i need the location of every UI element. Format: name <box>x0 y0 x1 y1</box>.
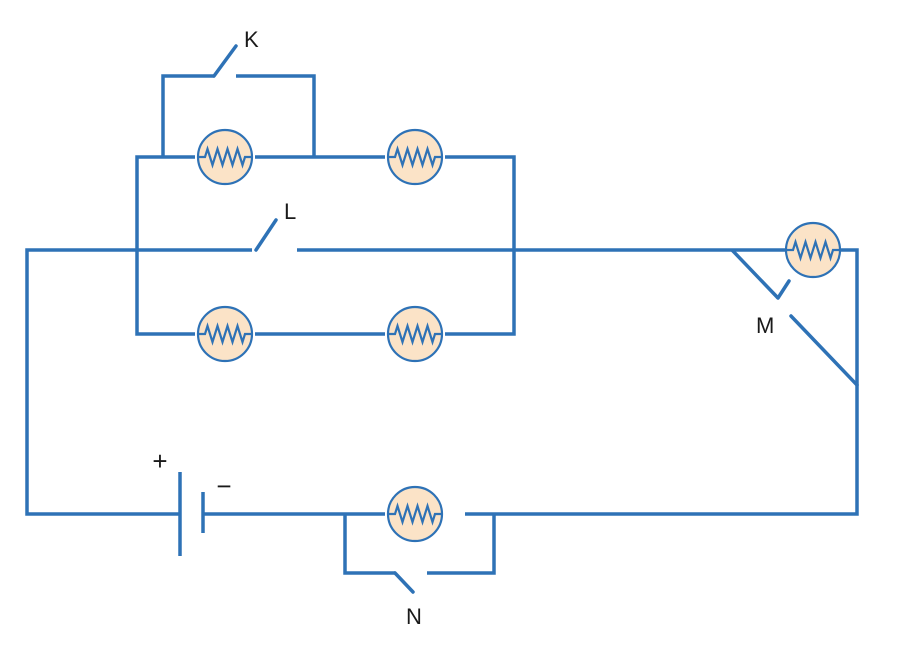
switch-l-blade <box>254 218 278 252</box>
filament-lamp-icon <box>784 221 842 279</box>
switch-m-label: M <box>756 313 774 338</box>
wire-n-bypass-left <box>343 514 395 575</box>
switch-k-blade <box>212 44 238 78</box>
filament-lamp-icon <box>386 305 444 363</box>
bulb-filament <box>198 322 252 346</box>
switch-l-label: L <box>284 199 296 224</box>
wire-n-bypass-right <box>427 514 496 575</box>
wire-lower-branch <box>135 250 195 336</box>
bulb-filament <box>198 145 252 169</box>
battery-minus-label: − <box>216 471 231 501</box>
wire-upper-right <box>445 155 516 250</box>
wire-m-branch <box>730 248 780 300</box>
filament-lamp-icon <box>196 128 254 186</box>
bulb-filament <box>388 145 442 169</box>
switch-m-lower-blade <box>789 314 859 387</box>
bulbs <box>196 128 842 543</box>
bulb-filament <box>388 502 442 526</box>
battery-plus-label: + <box>152 446 167 476</box>
wires <box>25 74 859 575</box>
filament-lamp-icon <box>386 485 444 543</box>
battery: + − <box>152 446 232 556</box>
wire-right-loop <box>465 248 859 516</box>
filament-lamp-icon <box>386 128 444 186</box>
switch-n-label: N <box>406 604 422 629</box>
bulb-filament <box>388 322 442 346</box>
wire-k-bypass-right <box>236 74 316 157</box>
switch-k-label: K <box>244 27 259 52</box>
wire-left-loop <box>25 248 252 516</box>
bulb-filament <box>786 238 840 262</box>
switch-n-blade <box>393 571 415 594</box>
filament-lamp-icon <box>196 305 254 363</box>
wire-lower-right <box>445 250 516 336</box>
wire-upper-branch <box>135 155 195 250</box>
wire-k-bypass-left <box>161 74 214 157</box>
switch-m-upper-blade <box>776 279 791 300</box>
